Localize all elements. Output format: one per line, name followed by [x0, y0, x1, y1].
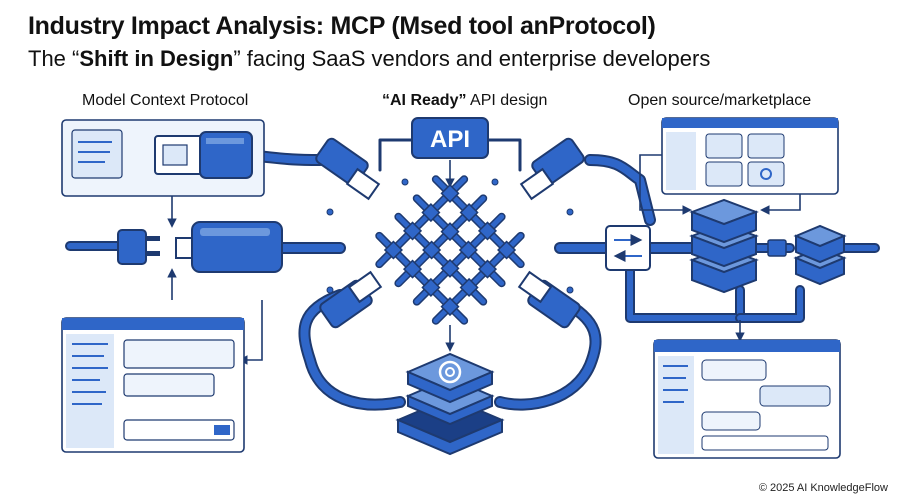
page-title: Industry Impact Analysis: MCP (Msed tool…	[28, 12, 656, 40]
subtitle-emphasis: Shift in Design	[79, 46, 234, 71]
right-switch-box	[605, 225, 651, 271]
center-node-dots	[326, 178, 574, 294]
left-power-plug	[117, 221, 283, 273]
center-bottom-left-plug	[319, 270, 383, 329]
left-app-window	[61, 317, 245, 453]
subtitle-suffix: ” facing SaaS vendors and enterprise dev…	[233, 46, 711, 71]
page-subtitle: The “Shift in Design” facing SaaS vendor…	[28, 46, 710, 72]
label-model-context-protocol: Model Context Protocol	[82, 92, 249, 109]
subtitle-prefix: The “	[28, 46, 80, 71]
copyright-footer: © 2025 AI KnowledgeFlow	[758, 482, 888, 494]
right-server-stack	[689, 198, 759, 294]
right-chat-window	[653, 339, 841, 459]
label-ai-ready-bold: “AI Ready”	[382, 92, 467, 109]
label-api-design: API design	[466, 92, 548, 109]
center-top-right-plug	[519, 137, 585, 201]
center-mesh-grid	[375, 175, 525, 325]
label-ai-ready-api: “AI Ready” API design	[382, 92, 547, 110]
gear-icon	[760, 168, 772, 180]
right-marketplace-window	[661, 117, 839, 195]
label-open-source-marketplace: Open source/marketplace	[628, 92, 812, 109]
right-small-server-stack	[767, 224, 847, 286]
center-bottom-right-plug	[517, 270, 581, 329]
api-badge-label: API	[430, 126, 470, 153]
api-badge: API	[411, 117, 489, 159]
center-ai-server-stack	[395, 352, 505, 456]
center-top-left-plug	[315, 137, 381, 201]
ai-logo-icon	[438, 360, 462, 384]
left-top-connector	[154, 131, 253, 179]
